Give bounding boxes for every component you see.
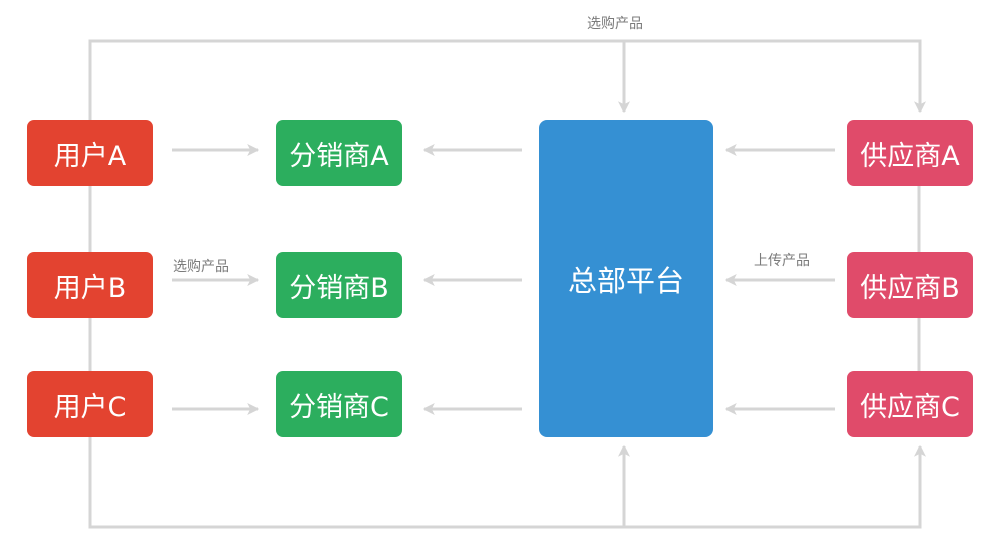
supplier-to-platform-label: 上传产品 bbox=[754, 253, 810, 269]
distributor-node-a: 分销商A bbox=[276, 120, 402, 186]
distributor-node-c-label: 分销商C bbox=[289, 391, 389, 423]
user-node-a: 用户A bbox=[27, 120, 153, 186]
bottom-loop-line bbox=[88, 437, 926, 529]
supplier-node-a: 供应商A bbox=[847, 120, 973, 186]
user-node-c: 用户C bbox=[27, 371, 153, 437]
distributor-node-a-label: 分销商A bbox=[289, 140, 389, 172]
supplier-node-c-label: 供应商C bbox=[860, 391, 960, 423]
user-node-a-label: 用户A bbox=[53, 140, 127, 172]
user-node-b-label: 用户B bbox=[53, 272, 127, 304]
supplier-node-b: 供应商B bbox=[847, 252, 973, 318]
distributor-node-c: 分销商C bbox=[276, 371, 402, 437]
distributor-node-b: 分销商B bbox=[276, 252, 402, 318]
platform-node-label: 总部平台 bbox=[567, 263, 684, 298]
supplier-node-a-label: 供应商A bbox=[860, 140, 960, 172]
supplier-node-b-label: 供应商B bbox=[860, 272, 960, 304]
user-node-b: 用户B bbox=[27, 252, 153, 318]
top-loop-line bbox=[88, 39, 926, 120]
platform-node: 总部平台 bbox=[539, 120, 713, 437]
top-loop-label: 选购产品 bbox=[587, 16, 643, 32]
supplier-node-c: 供应商C bbox=[847, 371, 973, 437]
user-node-c-label: 用户C bbox=[53, 391, 127, 423]
user-to-distributor-label: 选购产品 bbox=[173, 259, 229, 275]
distributor-node-b-label: 分销商B bbox=[289, 272, 389, 304]
